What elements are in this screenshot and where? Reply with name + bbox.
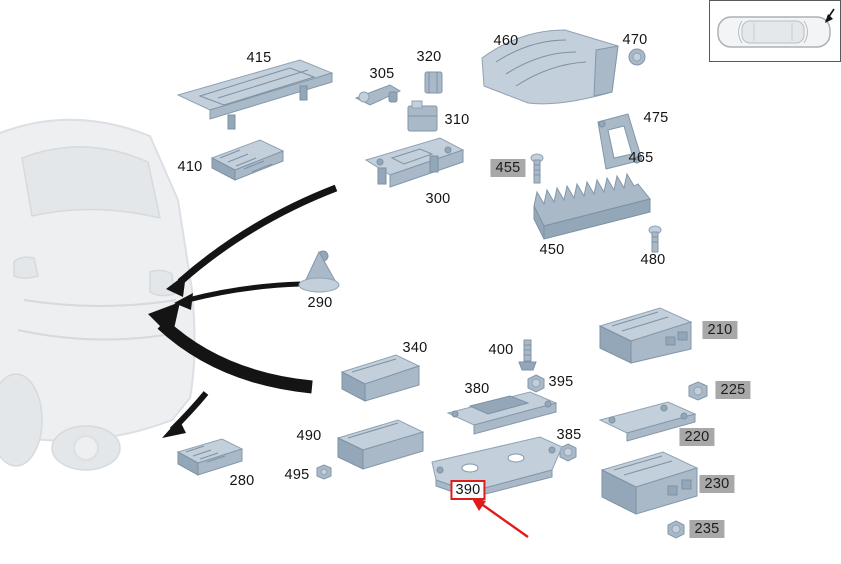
part-340-illustration <box>340 354 421 402</box>
part-470-illustration <box>628 48 646 66</box>
part-460-illustration <box>481 29 619 105</box>
part-290-illustration <box>298 250 340 293</box>
part-390-illustration <box>431 436 563 499</box>
part-label-385[interactable]: 385 <box>556 427 582 443</box>
part-label-395[interactable]: 395 <box>548 374 574 390</box>
part-465-illustration <box>597 113 643 170</box>
pointer-arrows <box>148 184 338 438</box>
part-label-465[interactable]: 465 <box>628 150 654 166</box>
part-label-475[interactable]: 475 <box>643 110 669 126</box>
part-label-470[interactable]: 470 <box>622 32 648 48</box>
part-455-illustration <box>530 153 544 184</box>
car-thumbnail[interactable] <box>709 0 841 62</box>
part-label-340[interactable]: 340 <box>402 340 428 356</box>
part-400-illustration <box>518 339 537 371</box>
part-label-305[interactable]: 305 <box>369 66 395 82</box>
part-label-230[interactable]: 230 <box>699 475 735 493</box>
part-210-illustration <box>598 307 693 364</box>
part-415-illustration <box>176 59 334 130</box>
part-label-220[interactable]: 220 <box>679 428 715 446</box>
part-450-illustration <box>533 172 651 240</box>
part-label-450[interactable]: 450 <box>539 242 565 258</box>
part-395-illustration <box>527 374 545 393</box>
part-label-460[interactable]: 460 <box>493 33 519 49</box>
part-230-illustration <box>600 451 699 515</box>
car-rear-ghost <box>0 118 196 471</box>
part-label-380[interactable]: 380 <box>464 381 490 397</box>
part-label-310[interactable]: 310 <box>444 112 470 128</box>
part-label-225[interactable]: 225 <box>715 381 751 399</box>
part-label-280[interactable]: 280 <box>229 473 255 489</box>
part-410-illustration <box>210 139 285 181</box>
part-label-390[interactable]: 390 <box>450 480 486 500</box>
part-380-illustration <box>446 391 558 435</box>
part-305-illustration <box>354 84 402 106</box>
part-310-illustration <box>407 100 438 132</box>
part-220-illustration <box>598 401 697 442</box>
part-label-480[interactable]: 480 <box>640 252 666 268</box>
part-label-455[interactable]: 455 <box>490 159 526 177</box>
part-490-illustration <box>336 419 425 470</box>
part-320-illustration <box>424 71 443 94</box>
part-225-illustration <box>688 381 708 401</box>
part-280-illustration <box>176 438 244 476</box>
part-235-illustration <box>667 520 685 539</box>
part-495-illustration <box>316 464 332 480</box>
part-label-415[interactable]: 415 <box>246 50 272 66</box>
car-top-view-icon <box>717 8 835 48</box>
part-label-235[interactable]: 235 <box>689 520 725 538</box>
part-label-490[interactable]: 490 <box>296 428 322 444</box>
selection-arrow <box>471 497 529 538</box>
part-label-410[interactable]: 410 <box>177 159 203 175</box>
part-label-320[interactable]: 320 <box>416 49 442 65</box>
part-label-300[interactable]: 300 <box>425 191 451 207</box>
part-label-495[interactable]: 495 <box>284 467 310 483</box>
part-300-illustration <box>364 137 465 188</box>
part-label-210[interactable]: 210 <box>702 321 738 339</box>
part-label-400[interactable]: 400 <box>488 342 514 358</box>
part-480-illustration <box>648 225 662 253</box>
part-label-290[interactable]: 290 <box>307 295 333 311</box>
